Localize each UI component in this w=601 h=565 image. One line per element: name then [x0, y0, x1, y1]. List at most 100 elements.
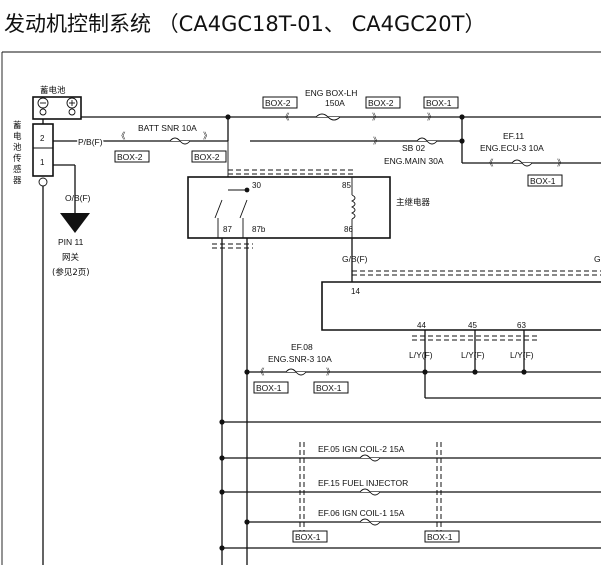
fuse-batt-snr-icon [169, 137, 191, 145]
fuse-ef11-icon [511, 159, 533, 167]
connector-chevron: 《 [117, 131, 126, 141]
fuse-sb02-label: SB 02 [402, 143, 425, 153]
box-tag: BOX-2 [365, 96, 401, 109]
ecu-pin-45: 45 [468, 321, 477, 330]
box-tag-label: BOX-1 [427, 532, 453, 542]
box-tag: BOX-1 [423, 96, 459, 109]
sensor-ground-eye [38, 177, 48, 187]
box-tag: BOX-2 [191, 150, 227, 163]
connector-chevron: 》 [326, 367, 335, 377]
box-tag-label: BOX-2 [194, 152, 220, 162]
wire-g-label: G [594, 254, 601, 264]
junction-dot [244, 369, 250, 375]
gateway-label: 网关 [62, 252, 80, 263]
wire-ly-label: L/Y(F) [510, 350, 534, 360]
ground-arrow-icon [60, 213, 90, 233]
fuse-ef05-label: EF.05 IGN COIL-2 15A [318, 444, 405, 454]
box-tag-label: BOX-1 [295, 532, 321, 542]
ecu-pin-14: 14 [351, 287, 360, 296]
battery: 蓄电池 [32, 85, 82, 120]
junction-dot [244, 519, 250, 525]
relay-pin-87: 87 [223, 225, 232, 234]
relay-pin-86: 86 [344, 225, 353, 234]
box-tag-label: BOX-1 [426, 98, 452, 108]
gateway-pin: PIN 11 [58, 237, 84, 247]
fuse-ef05-icon [359, 454, 381, 462]
fuse-eng-main-label: ENG.MAIN 30A [384, 156, 444, 166]
box-tag-label: BOX-2 [368, 98, 394, 108]
junction-dot [219, 545, 225, 551]
fuse-eng-box-lh-label: ENG BOX-LH [305, 88, 357, 98]
connector-chevron: 》 [203, 131, 212, 141]
box-tag: BOX-2 [262, 96, 298, 109]
battery-label: 蓄电池 [40, 85, 66, 96]
fuse-eng-ecu3-label: ENG.ECU-3 10A [480, 143, 544, 153]
battery-minus-terminal [37, 97, 49, 109]
ecu-pin-63: 63 [517, 321, 526, 330]
fuse-eng-box-lh-amp: 150A [325, 98, 345, 108]
junction-dot [472, 369, 478, 375]
fuse-eng-snr3-label: ENG.SNR-3 10A [268, 354, 332, 364]
junction-dot [521, 369, 527, 375]
relay-pin-87b: 87b [252, 225, 266, 234]
connector-chevron: 》 [373, 136, 382, 146]
wire-ly-label: L/Y(F) [409, 350, 433, 360]
sensor-pin-1: 1 [40, 158, 45, 167]
fuse-eng-box-lh-icon [315, 113, 341, 121]
ecu-module: G 14 44 45 63 L/Y(F) L/Y(F) L/Y(F) [321, 254, 601, 398]
battery-sensor: 蓄电池传感器 2 1 [13, 119, 54, 187]
connector-chevron: 《 [485, 158, 494, 168]
sensor-pin-2: 2 [40, 134, 45, 143]
fuse-ef15-label: EF.15 FUEL INJECTOR [318, 478, 408, 488]
battery-post [68, 108, 76, 116]
battery-body [32, 96, 82, 120]
box-tag: BOX-1 [313, 381, 349, 394]
fuse-ef08-label: EF.08 [291, 342, 313, 352]
connector-chevron: 》 [372, 112, 381, 122]
fuse-ef06-label: EF.06 IGN COIL-1 15A [318, 508, 405, 518]
fuse-ef11-label: EF.11 [503, 131, 524, 141]
box-tag: BOX-1 [424, 530, 460, 543]
connector-chevron: 《 [281, 112, 290, 122]
box-tag: BOX-2 [114, 150, 150, 163]
ecu-box [321, 281, 601, 331]
connector-chevron: 《 [256, 367, 265, 377]
battery-sensor-label: 蓄电池传感器 [13, 120, 22, 186]
relay-pin-30: 30 [252, 181, 261, 190]
box-tag-label: BOX-1 [316, 383, 342, 393]
ecu-pin-44: 44 [417, 321, 426, 330]
box-tag-label: BOX-2 [265, 98, 291, 108]
battery-plus-terminal [66, 97, 78, 109]
relay-switch-icon [214, 199, 223, 219]
fuse-batt-snr-label: BATT SNR 10A [138, 123, 197, 133]
box-tag-label: BOX-1 [530, 176, 556, 186]
wire-ly-label: L/Y(F) [461, 350, 485, 360]
junction-dot [219, 419, 225, 425]
relay-switch-icon [239, 199, 248, 219]
fuse-sb02-icon [416, 137, 438, 145]
wire-o-b-label: O/B(F) [65, 193, 91, 203]
relay-pin-85: 85 [342, 181, 351, 190]
connector-chevron: 》 [557, 158, 566, 168]
box-tag-label: BOX-1 [256, 383, 282, 393]
battery-post-minus [39, 108, 47, 116]
fuse-ef15-icon [359, 488, 381, 496]
fuse-ef08-icon [285, 368, 307, 376]
gateway-ref: (参见2页) [52, 267, 90, 278]
sensor-body [32, 123, 54, 177]
main-relay: 30 85 87 87b 86 主继电器 [187, 141, 431, 239]
page-title: 发动机控制系统 （CA4GC18T-01、 CA4GC20T） [4, 12, 485, 36]
box-tag: BOX-1 [253, 381, 289, 394]
relay-name: 主继电器 [396, 197, 431, 208]
fuse-ef06-icon [359, 518, 381, 526]
wire-g-b-label: G/B(F) [342, 254, 368, 264]
junction-dot [219, 489, 225, 495]
box-tag: BOX-1 [292, 530, 328, 543]
box-tag: BOX-1 [527, 174, 563, 187]
connector-chevron: 》 [427, 112, 436, 122]
wire-p-b-label: P/B(F) [78, 137, 103, 147]
relay-box [187, 176, 391, 239]
junction-dot [422, 369, 428, 375]
box-tag-label: BOX-2 [117, 152, 143, 162]
